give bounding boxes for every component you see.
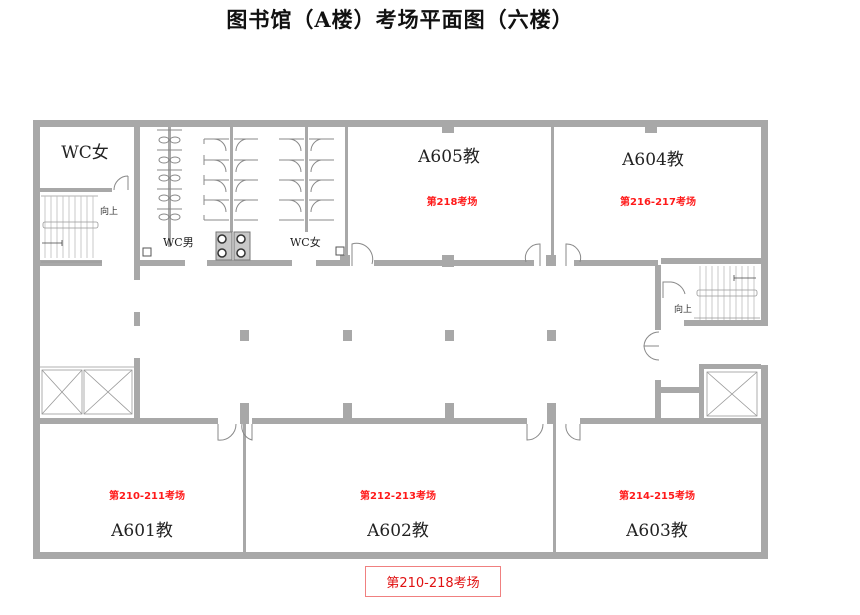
- room-a601-exam: 第210-211考场: [109, 491, 185, 502]
- elevators: [40, 366, 758, 417]
- room-a605-name: A605教: [418, 147, 480, 167]
- wc-female-mid-label: WC女: [290, 236, 321, 249]
- wc-male-label: WC男: [163, 236, 194, 249]
- room-a603-name: A603教: [626, 521, 688, 541]
- sinks: [215, 231, 251, 261]
- room-a605-exam: 第218考场: [426, 197, 478, 208]
- right-stair-up-label: 向上: [674, 305, 693, 315]
- left-stair: [41, 195, 102, 263]
- page-title: 图书馆（A楼）考场平面图（六楼）: [226, 7, 574, 32]
- walls: [33, 120, 768, 559]
- room-a604-exam: 第216-217考场: [620, 197, 696, 208]
- exam-range-summary: 第210-218考场: [365, 566, 501, 597]
- room-a601-name: A601教: [111, 521, 173, 541]
- doors: [113, 175, 686, 441]
- right-stair: [694, 266, 760, 320]
- room-a604-name: A604教: [622, 150, 684, 170]
- room-a602-exam: 第212-213考场: [360, 491, 436, 502]
- wc-female-left-label: WC女: [61, 143, 109, 163]
- room-a602-name: A602教: [367, 521, 429, 541]
- toilet-stalls: [157, 129, 334, 221]
- left-stair-up-label: 向上: [100, 207, 119, 217]
- room-a603-exam: 第214-215考场: [619, 491, 695, 502]
- exam-range-summary-text: 第210-218考场: [386, 576, 480, 591]
